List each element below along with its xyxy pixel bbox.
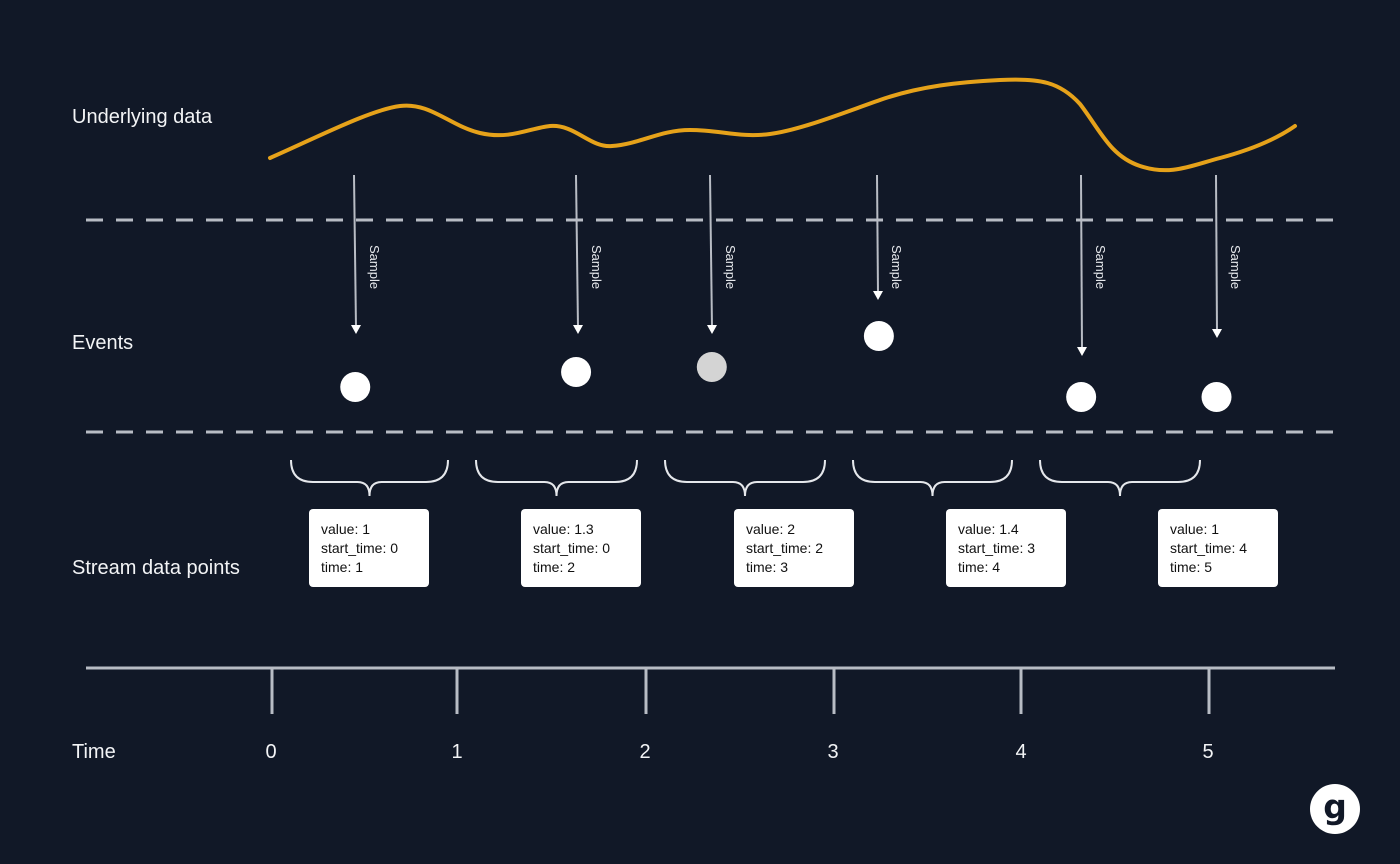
sample-arrow-shaft: [575, 174, 579, 329]
sample-label: Sample: [367, 245, 382, 289]
label-events: Events: [72, 332, 134, 354]
sample-arrow-head: [573, 325, 583, 334]
event-dot: [340, 372, 371, 402]
sample-arrow-head: [351, 325, 361, 334]
stream-data-point-3: value: 1.4 start_time: 3 time: 4: [946, 509, 1066, 587]
sample-arrow-head: [1212, 329, 1222, 338]
dp-time: time: 4: [958, 559, 1001, 575]
sample-label: Sample: [1093, 245, 1108, 289]
dp-time: time: 3: [746, 559, 789, 575]
sample-label: Sample: [889, 245, 904, 289]
window-brace: [290, 459, 449, 497]
sample-arrow-shaft: [709, 174, 713, 329]
sample-arrow-shaft: [876, 174, 879, 295]
sample-arrow-shaft: [353, 174, 357, 329]
window-braces: [290, 459, 1201, 497]
time-tick-label-5: 5: [1202, 741, 1214, 763]
window-brace: [664, 459, 826, 497]
dp-start-time: start_time: 4: [1170, 540, 1248, 556]
dp-time: time: 1: [321, 559, 364, 575]
dp-start-time: start_time: 2: [746, 540, 824, 556]
dp-value: value: 1.3: [533, 521, 594, 537]
dp-value: value: 2: [746, 521, 796, 537]
event-dot: [561, 357, 592, 387]
sample-arrow-head: [873, 291, 883, 300]
sample-label: Sample: [723, 245, 738, 289]
underlying-data-curve: [268, 77, 1297, 173]
event-dot: [696, 352, 727, 382]
time-tick-label-4: 4: [1015, 741, 1027, 763]
window-brace: [852, 459, 1013, 497]
dp-start-time: start_time: 0: [321, 540, 399, 556]
sample-arrow-head: [1077, 347, 1087, 356]
label-underlying-data: Underlying data: [72, 106, 213, 128]
time-tick-label-2: 2: [639, 741, 651, 763]
dp-time: time: 5: [1170, 559, 1213, 575]
sample-arrow-head: [707, 325, 717, 334]
label-stream-data-points: Stream data points: [72, 557, 240, 579]
time-tick-label-1: 1: [451, 741, 463, 763]
time-tick-label-3: 3: [827, 741, 839, 763]
sample-label: Sample: [589, 245, 604, 289]
label-time: Time: [72, 741, 116, 763]
sample-arrow-shaft: [1215, 174, 1218, 333]
stream-data-point-1: value: 1.3 start_time: 0 time: 2: [521, 509, 641, 587]
dp-start-time: start_time: 3: [958, 540, 1036, 556]
event-dot: [1066, 382, 1097, 412]
window-brace: [475, 459, 638, 497]
stream-data-point-4: value: 1 start_time: 4 time: 5: [1158, 509, 1278, 587]
dp-value: value: 1: [1170, 521, 1220, 537]
time-tick-label-0: 0: [265, 741, 277, 763]
dp-time: time: 2: [533, 559, 576, 575]
time-axis: [86, 666, 1335, 714]
dp-value: value: 1: [321, 521, 371, 537]
stream-data-point-0: value: 1 start_time: 0 time: 1: [309, 509, 429, 587]
dp-value: value: 1.4: [958, 521, 1019, 537]
sample-arrow-shaft: [1080, 174, 1083, 351]
g-logo-icon: g: [1310, 784, 1360, 834]
event-dot: [863, 321, 894, 351]
dp-start-time: start_time: 0: [533, 540, 611, 556]
window-brace: [1039, 459, 1201, 497]
stream-data-point-2: value: 2 start_time: 2 time: 3: [734, 509, 854, 587]
sample-label: Sample: [1228, 245, 1243, 289]
event-dot: [1201, 382, 1232, 412]
sample-arrows: Sample Sample Sample Sample Sample Sample: [340, 174, 1243, 412]
